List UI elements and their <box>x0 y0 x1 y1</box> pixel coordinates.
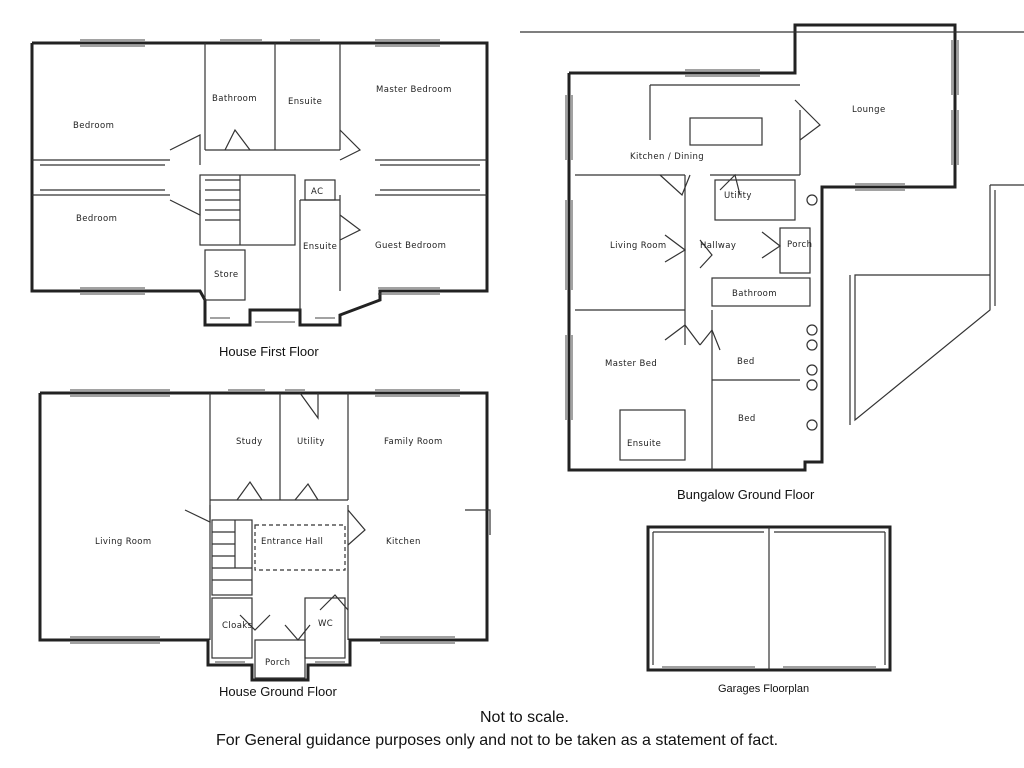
room-label: Bedroom <box>73 121 114 131</box>
room-label: Bedroom <box>76 214 117 224</box>
disclaimer-line-1: Not to scale. <box>480 709 569 726</box>
garages-caption: Garages Floorplan <box>718 683 809 695</box>
garages-plan: Garages Floorplan <box>646 525 892 695</box>
room-label: Bed <box>737 357 755 367</box>
room-label: Kitchen / Dining <box>630 152 704 162</box>
house-first-floor-plan: Bedroom Bathroom Ensuite Master Bedroom … <box>30 39 489 359</box>
house-ground-floor-plan: Living Room Study Utility Family Room En… <box>38 389 491 699</box>
disclaimer-line-2: For General guidance purposes only and n… <box>216 732 778 749</box>
room-label: Porch <box>265 658 290 668</box>
room-label: Hallway <box>700 241 736 251</box>
room-label: Lounge <box>852 105 886 115</box>
room-label: Entrance Hall <box>261 537 323 547</box>
room-label: Living Room <box>610 241 667 251</box>
room-label: AC <box>311 187 323 197</box>
room-label: Porch <box>787 240 812 250</box>
bungalow-ground-floor-plan: Lounge Kitchen / Dining Utility Living R… <box>520 23 1024 502</box>
room-label: Ensuite <box>288 97 322 107</box>
bungalow-caption: Bungalow Ground Floor <box>677 487 815 502</box>
room-label: Master Bedroom <box>376 85 452 95</box>
first-floor-caption: House First Floor <box>219 344 319 359</box>
room-label: Guest Bedroom <box>375 241 446 251</box>
room-label: Cloaks <box>222 621 253 631</box>
room-label: Kitchen <box>386 537 421 547</box>
room-label: Master Bed <box>605 359 657 369</box>
room-label: WC <box>318 619 333 629</box>
room-label: Utility <box>297 437 325 447</box>
room-label: Bathroom <box>732 289 777 299</box>
room-label: Study <box>236 437 263 447</box>
ground-floor-caption: House Ground Floor <box>219 684 337 699</box>
room-label: Bathroom <box>212 94 257 104</box>
room-label: Bed <box>738 414 756 424</box>
room-label: Ensuite <box>627 439 661 449</box>
room-label: Ensuite <box>303 242 337 252</box>
room-label: Store <box>214 270 238 280</box>
room-label: Utility <box>724 191 752 201</box>
room-label: Family Room <box>384 437 443 447</box>
room-label: Living Room <box>95 537 152 547</box>
